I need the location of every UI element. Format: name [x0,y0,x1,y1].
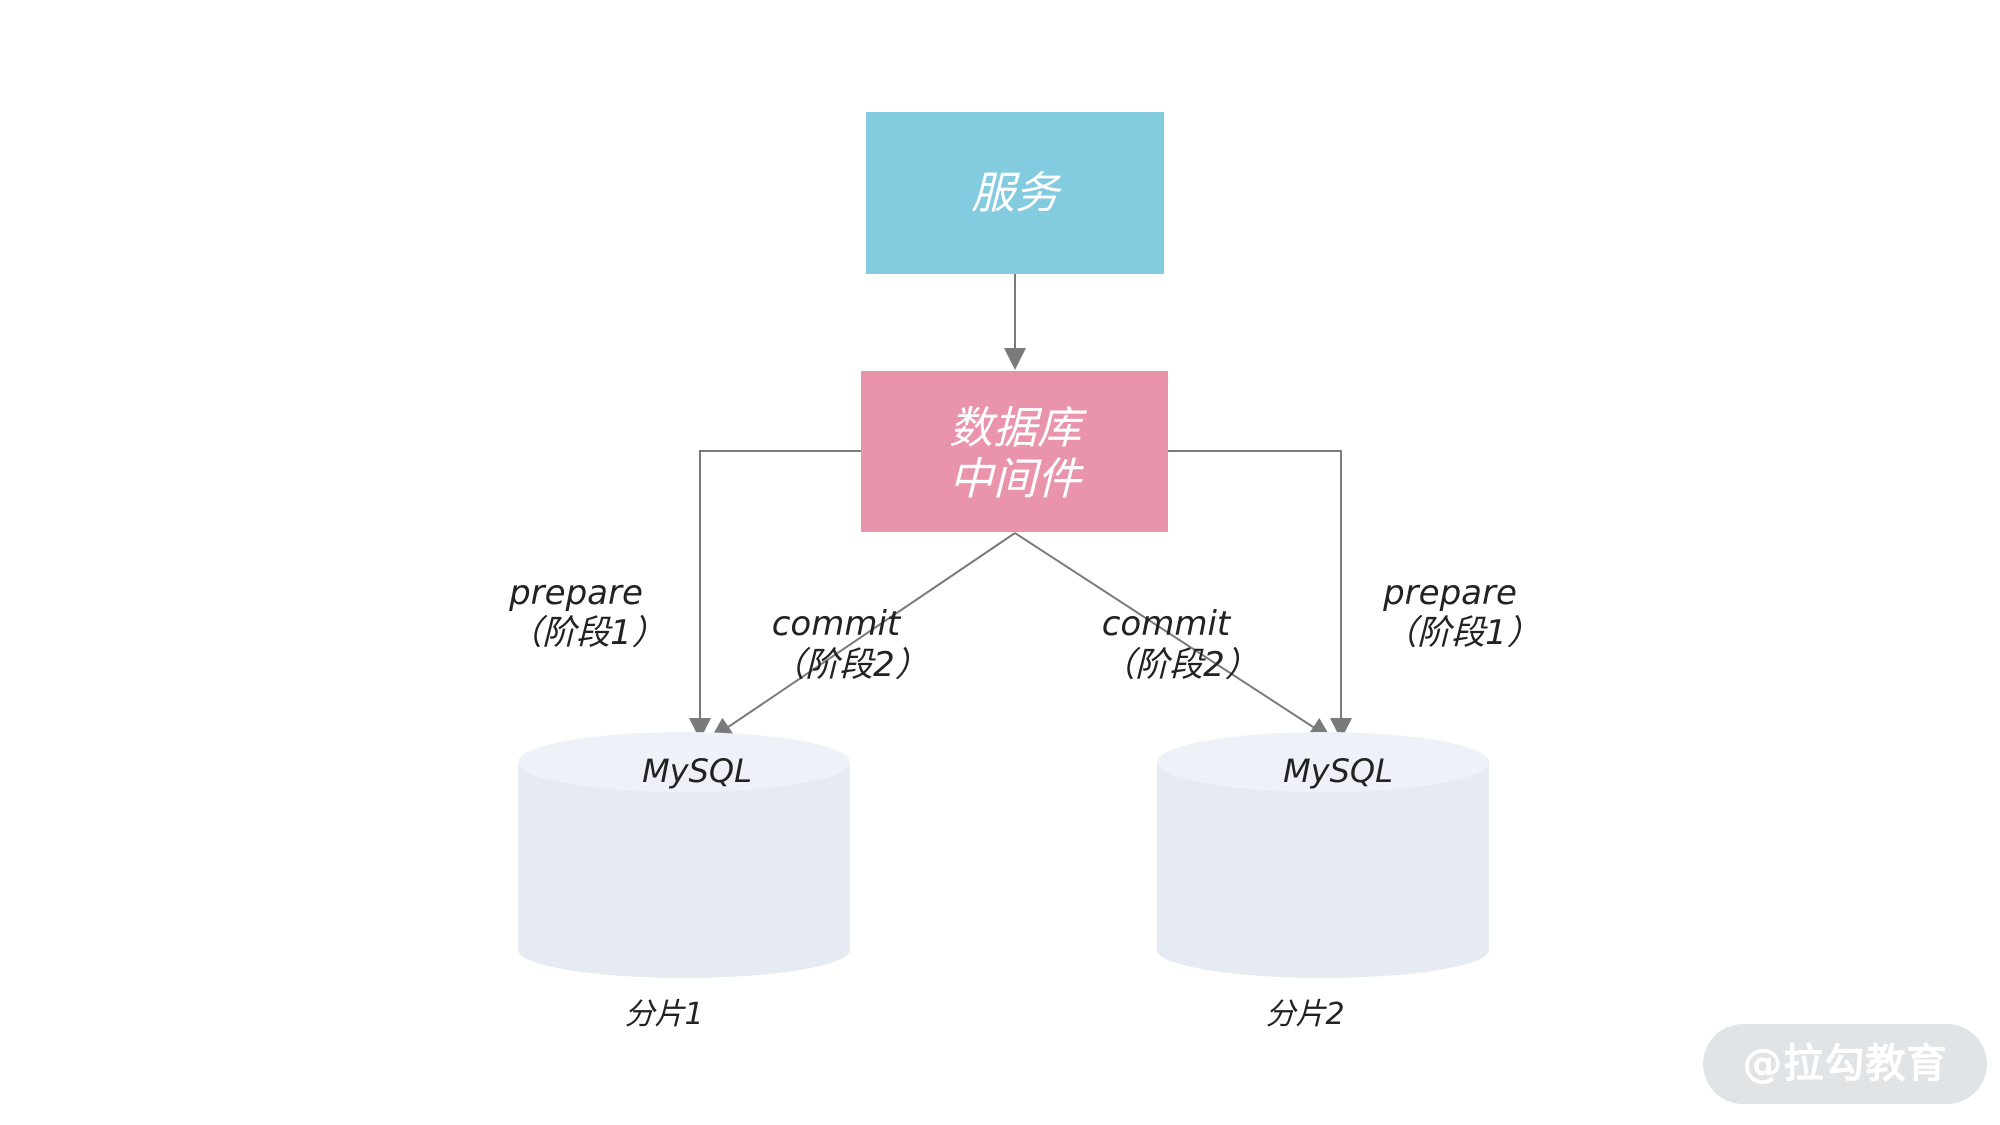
middleware-label-line1: 数据库 [949,403,1088,454]
mysql-label-right: MySQL [1283,752,1393,790]
svg-text:prepare: prepare [1382,573,1517,613]
service-node: 服务 [866,112,1164,274]
svg-text:commit: commit [1102,604,1232,644]
mysql-cylinder-right: MySQL [1157,732,1489,978]
label-prepare-left: prepare （阶段1） [508,573,666,653]
watermark: @拉勾教育 [1703,1024,1987,1104]
arrow-commit-left [710,532,1016,740]
arrow-prepare-left [689,450,861,740]
middleware-node: 数据库 中间件 [861,371,1168,532]
arrow-commit-right [1014,532,1332,740]
label-commit-right: commit （阶段2） [1101,604,1259,685]
svg-text:（阶段1）: （阶段1） [508,613,666,653]
svg-text:prepare: prepare [508,573,643,613]
service-label: 服务 [971,168,1063,219]
mysql-cylinder-left: MySQL [518,732,850,978]
shard-caption-right: 分片2 [1265,997,1344,1032]
svg-text:（阶段1）: （阶段1） [1383,613,1541,653]
svg-text:（阶段2）: （阶段2） [771,645,929,685]
shard-caption-left: 分片1 [624,997,703,1032]
svg-text:commit: commit [772,604,902,644]
mysql-label-left: MySQL [642,752,752,790]
label-prepare-right: prepare （阶段1） [1382,573,1541,653]
middleware-label-line2: 中间件 [949,454,1084,505]
arrow-prepare-right [1168,450,1352,740]
label-commit-left: commit （阶段2） [771,604,929,685]
svg-text:（阶段2）: （阶段2） [1101,645,1259,685]
